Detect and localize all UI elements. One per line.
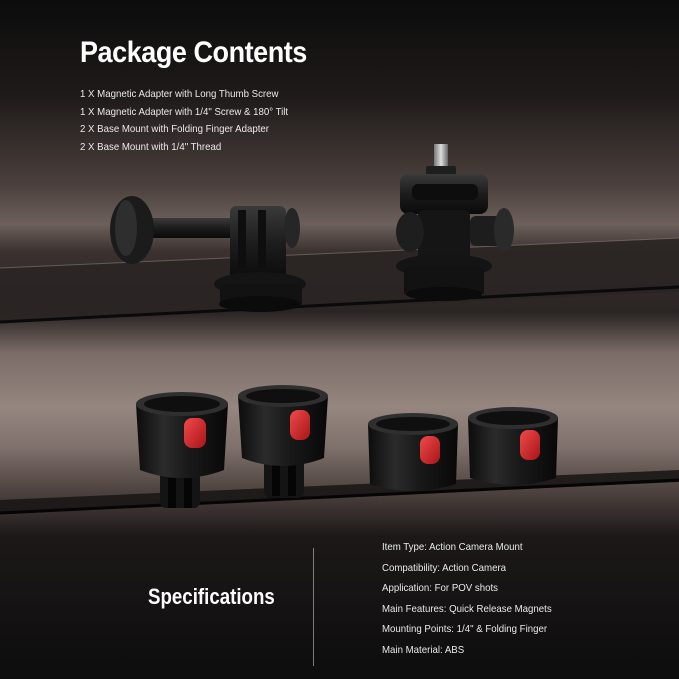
thumb-screw-adapter [110, 196, 306, 312]
spec-item: Main MaterialABS [382, 640, 552, 661]
spec-value: ABS [444, 643, 465, 656]
spec-label: Main Features [382, 603, 449, 615]
spec-item: CompatibilityAction Camera [382, 558, 552, 579]
tilt-adapter [396, 144, 514, 301]
specifications-list: Item TypeAction Camera Mount Compatibili… [382, 537, 566, 661]
specifications-title: Specifications [148, 584, 275, 609]
spec-label: Main Material [382, 644, 445, 656]
base-mount-thread-1 [368, 413, 458, 491]
list-item: 1 X Magnetic Adapter with Long Thumb Scr… [80, 88, 279, 100]
spec-item: ApplicationFor POV shots [382, 578, 552, 599]
spec-value: Action Camera Mount [429, 541, 523, 553]
spec-item: Item TypeAction Camera Mount [382, 537, 552, 558]
spec-label: Compatibility [382, 562, 442, 574]
spec-label: Mounting Points [382, 623, 457, 635]
spec-value: Quick Release Magnets [449, 602, 552, 615]
base-mount-finger-1 [136, 392, 228, 508]
spec-value: For POV shots [434, 582, 498, 595]
base-mount-thread-2 [468, 407, 558, 485]
spec-item: Main FeaturesQuick Release Magnets [382, 599, 552, 620]
list-item: 2 X Base Mount with 1/4" Thread [80, 140, 222, 153]
spec-label: Application [382, 582, 435, 594]
package-contents-list: 1 X Magnetic Adapter with Long Thumb Scr… [80, 86, 306, 156]
list-item: 2 X Base Mount with Folding Finger Adapt… [80, 123, 270, 135]
divider [313, 548, 314, 666]
base-mount-finger-2 [238, 385, 328, 498]
spec-value: 1/4" & Folding Finger [456, 623, 548, 636]
spec-label: Item Type [382, 541, 429, 553]
spec-item: Mounting Points1/4" & Folding Finger [382, 619, 552, 640]
page-title: Package Contents [80, 36, 307, 69]
list-item: 1 X Magnetic Adapter with 1/4" Screw & 1… [80, 105, 289, 118]
spec-value: Action Camera [442, 561, 507, 574]
